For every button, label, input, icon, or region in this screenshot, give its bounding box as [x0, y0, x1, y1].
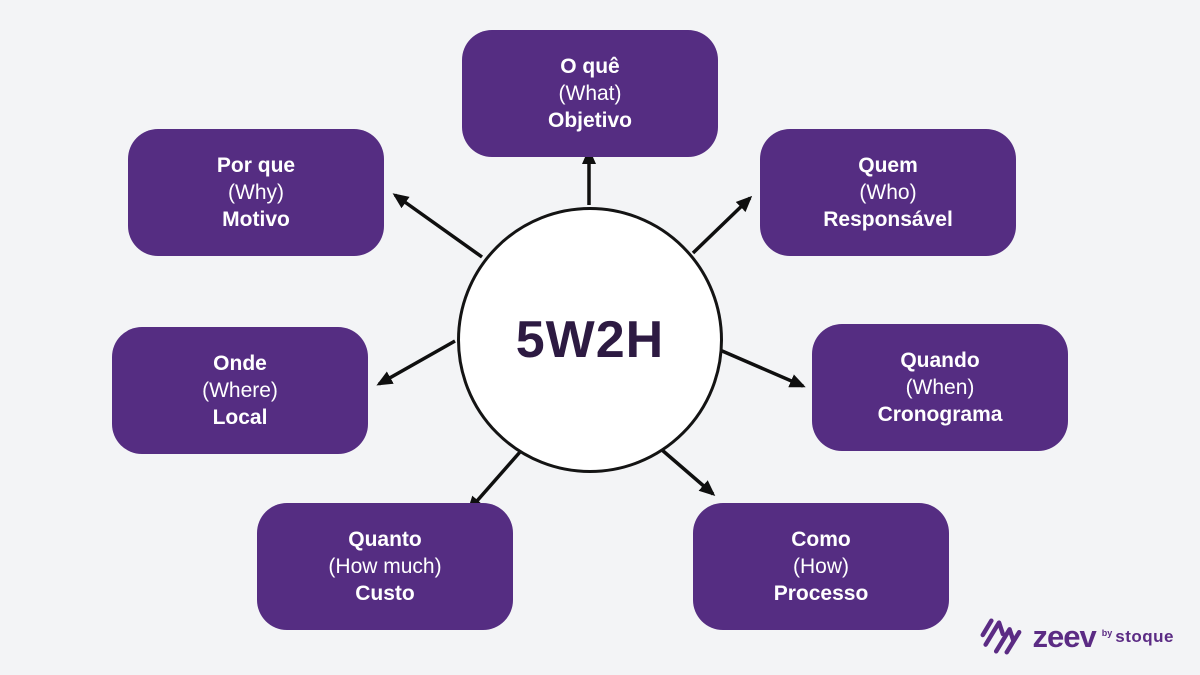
center-circle: 5W2H [457, 207, 723, 473]
node-how: Como (How) Processo [693, 503, 949, 630]
node-how-much: Quanto (How much) Custo [257, 503, 513, 630]
arrow-to-how [660, 448, 716, 496]
node-title: Como [791, 528, 851, 551]
node-when: Quando (When) Cronograma [812, 324, 1068, 451]
node-subtitle: Responsável [823, 208, 953, 231]
node-english: (Where) [202, 379, 278, 402]
node-english: (When) [905, 376, 975, 399]
zeev-logo: zeev by stoque [975, 613, 1174, 659]
node-title: Quando [900, 349, 980, 372]
node-title: O quê [560, 55, 620, 78]
zeev-wordmark: zeev [1032, 618, 1097, 654]
node-subtitle: Local [212, 406, 268, 429]
node-english: (Why) [228, 181, 284, 204]
node-english: (How) [793, 555, 849, 578]
arrow-to-where [376, 339, 456, 386]
node-why: Por que (Why) Motivo [128, 129, 384, 256]
node-english: (What) [558, 82, 622, 105]
node-subtitle: Processo [773, 582, 869, 605]
arrow-to-how-much [467, 450, 522, 513]
node-who: Quem (Who) Responsável [760, 129, 1016, 256]
node-subtitle: Cronograma [877, 403, 1003, 426]
node-english: (Who) [859, 181, 917, 204]
node-subtitle: Objetivo [547, 109, 632, 132]
arrow-to-who [691, 195, 753, 255]
zeev-zigzag-icon [980, 618, 1021, 655]
node-where: Onde (Where) Local [112, 327, 368, 454]
center-label: 5W2H [515, 311, 665, 369]
node-title: Quanto [348, 528, 422, 551]
node-subtitle: Motivo [222, 208, 290, 231]
node-title: Onde [213, 352, 267, 375]
stoque-wordmark: stoque [1115, 626, 1174, 646]
node-what: O quê (What) Objetivo [462, 30, 718, 157]
node-english: (How much) [328, 555, 442, 578]
arrow-to-why [392, 193, 484, 259]
logo-by-text: by [1101, 628, 1113, 638]
node-title: Quem [858, 154, 918, 177]
node-title: Por que [216, 154, 296, 177]
node-subtitle: Custo [355, 582, 415, 605]
